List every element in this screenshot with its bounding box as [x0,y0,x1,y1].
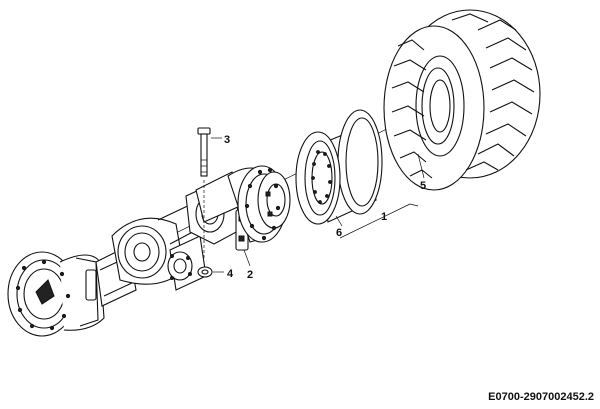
bolt [197,127,211,260]
left-hub-assembly [7,251,105,337]
document-reference: E0700-2907002452.2 [488,391,594,403]
washer [197,266,213,278]
callout-1: 1 [381,211,387,223]
tire [383,9,541,191]
callout-4: 4 [227,268,234,280]
leader-lines [211,137,425,273]
callout-2: 2 [247,269,253,281]
right-hub-assembly [227,165,291,243]
wheel-rim [295,109,383,225]
callout-5: 5 [420,180,426,192]
callout-3: 3 [224,134,230,146]
callout-6: 6 [336,227,342,239]
